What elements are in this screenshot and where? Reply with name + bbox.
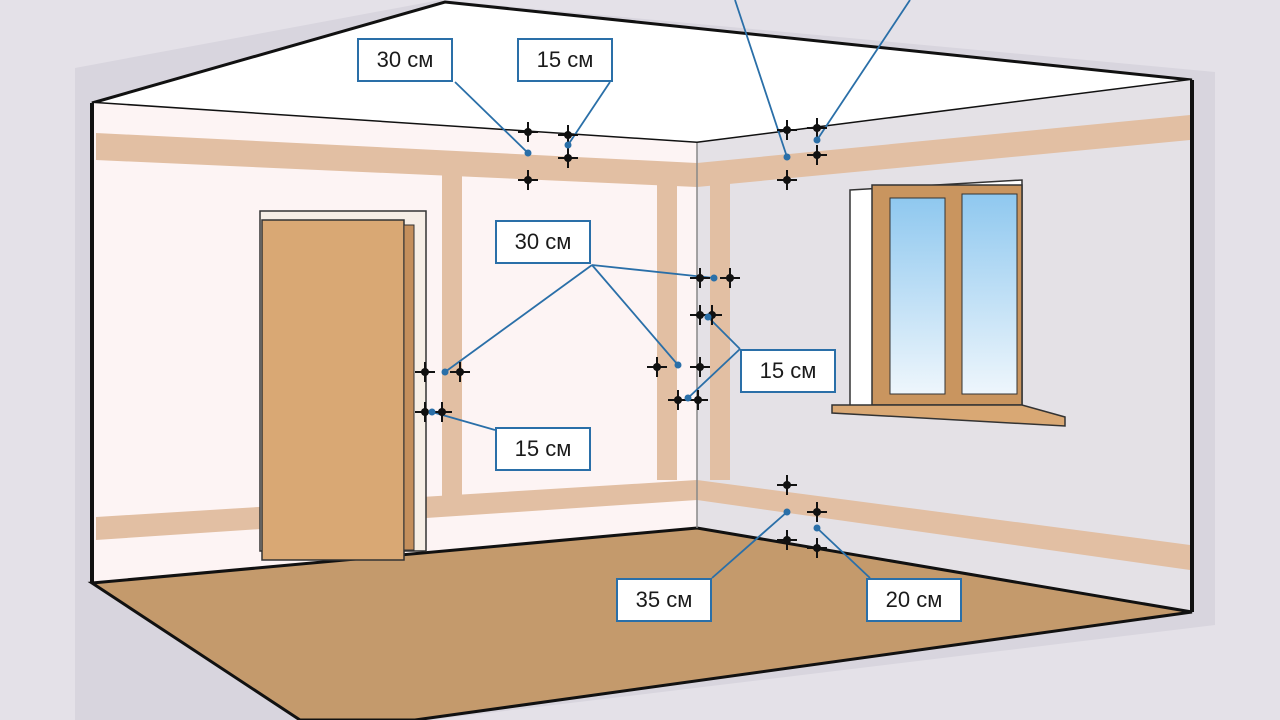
mount-point — [813, 151, 821, 159]
mount-point — [694, 396, 702, 404]
mount-point — [783, 536, 791, 544]
mount-point — [783, 481, 791, 489]
door — [261, 219, 405, 561]
mount-point — [456, 368, 464, 376]
distance-label: 30 см — [357, 38, 453, 82]
leader-line — [591, 264, 715, 279]
leader-line — [591, 264, 679, 366]
mount-point — [696, 363, 704, 371]
wall-band — [442, 170, 462, 500]
mount-point — [783, 176, 791, 184]
mount-point — [524, 128, 532, 136]
mount-point — [438, 408, 446, 416]
distance-label: 15 см — [495, 427, 591, 471]
leader-dot — [428, 408, 436, 416]
wall-band — [697, 480, 1190, 570]
leader-dot — [813, 136, 821, 144]
leader-line — [687, 348, 741, 399]
mount-point — [674, 396, 682, 404]
window-sill — [831, 404, 1066, 427]
leader-dot — [441, 368, 449, 376]
mount-point — [421, 408, 429, 416]
mount-point — [696, 274, 704, 282]
distance-label: 20 см — [866, 578, 962, 622]
mount-point — [813, 508, 821, 516]
mount-point — [653, 363, 661, 371]
leader-dot — [813, 524, 821, 532]
leader-line — [816, 527, 871, 579]
wall-band — [657, 180, 677, 480]
mount-point — [564, 154, 572, 162]
mount-point — [813, 124, 821, 132]
floor — [87, 526, 1193, 720]
leader-dot — [783, 153, 791, 161]
window-glass — [889, 197, 946, 395]
leader-dot — [674, 361, 682, 369]
door-jamb — [403, 224, 415, 551]
leader-line — [444, 264, 593, 373]
leader-dot — [704, 313, 712, 321]
mount-point — [726, 274, 734, 282]
leader-line — [816, 0, 911, 141]
mount-point — [421, 368, 429, 376]
mount-points — [415, 118, 827, 558]
leader-dot — [710, 274, 718, 282]
mount-point — [813, 544, 821, 552]
leader-dot — [783, 508, 791, 516]
window-glass — [961, 193, 1018, 395]
mount-point — [564, 131, 572, 139]
mount-point — [783, 126, 791, 134]
distance-label: 15 см — [740, 349, 836, 393]
leader-line — [711, 511, 788, 579]
leader-lines — [431, 0, 911, 579]
wall-band — [697, 115, 1190, 187]
leader-dot — [524, 149, 532, 157]
leader-dot — [684, 394, 692, 402]
mount-point — [696, 311, 704, 319]
mount-point — [524, 176, 532, 184]
distance-label: 35 см — [616, 578, 712, 622]
wall-band — [96, 133, 697, 187]
distance-label: 15 см — [517, 38, 613, 82]
leader-line — [454, 81, 529, 154]
leader-dot — [564, 141, 572, 149]
leader-line — [707, 316, 741, 350]
distance-label: 30 см — [495, 220, 591, 264]
